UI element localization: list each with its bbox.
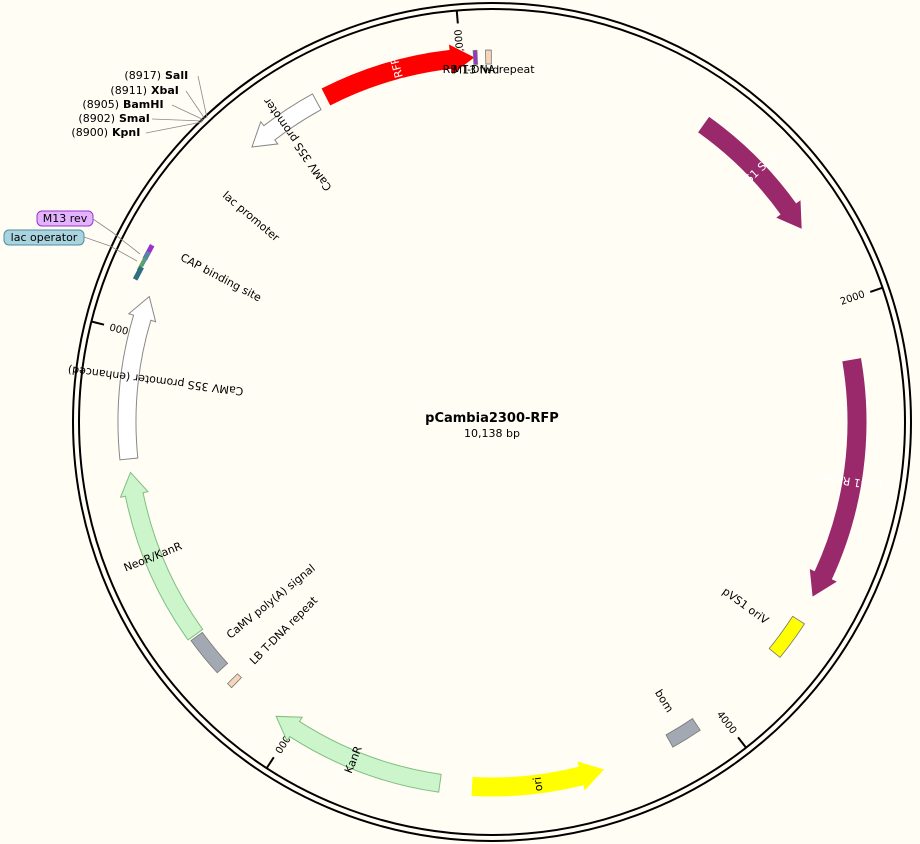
box-label-m13-fwd: M13 fwd xyxy=(453,63,500,76)
feature-camv35s-enh[interactable] xyxy=(117,295,157,461)
site-smai-name: SmaI xyxy=(119,112,150,125)
feature-arrows xyxy=(117,44,867,797)
site-sali-name: SalI xyxy=(165,69,188,82)
box-label-pvs1-oriv: pVS1 oriV xyxy=(720,585,772,627)
inner-label-lac-promoter: lac promoter xyxy=(220,189,282,245)
restriction-sites: (8917) SalI (8911) XbaI (8905) BamHI (89… xyxy=(71,69,208,139)
m13-rev-callout xyxy=(36,210,94,227)
box-label-bom: bom xyxy=(652,687,676,715)
tick-4000 xyxy=(737,736,747,749)
box-label-rb-tdna: RB T-DNA repeat xyxy=(443,63,536,76)
feature-pvs1-stab[interactable] xyxy=(698,116,802,229)
feature-neor-kanr[interactable] xyxy=(119,471,204,641)
box-m13-fwd[interactable] xyxy=(472,49,478,65)
site-kpni-pos: (8900) xyxy=(71,126,108,139)
m13-rev-callout-label: M13 rev xyxy=(43,212,88,225)
tick-2000 xyxy=(869,286,883,293)
cap-site-mark xyxy=(132,265,144,281)
box-lb-tdna[interactable] xyxy=(226,673,242,689)
site-bamhi-name: BamHI xyxy=(123,98,164,111)
inner-label-cap-binding-site: CAP binding site xyxy=(178,251,264,305)
lac-marks xyxy=(132,243,155,281)
feature-camv35s[interactable] xyxy=(251,93,322,148)
lac-operator-callout-label: lac operator xyxy=(11,231,78,244)
backbone-inner xyxy=(78,8,906,836)
feature-label-camv35s-enh: CaMV 35S promoter (enhanced) xyxy=(67,363,244,398)
tick-6000 xyxy=(265,756,275,769)
feature-label-ori: ori xyxy=(531,776,546,792)
site-kpni-name: KpnI xyxy=(112,126,140,139)
box-camv-polya[interactable] xyxy=(190,631,229,674)
feature-ori[interactable] xyxy=(471,761,604,797)
site-smai-pos: (8902) xyxy=(78,112,115,125)
box-bom[interactable] xyxy=(665,718,701,748)
feature-boxes xyxy=(190,49,806,748)
site-sali-pos: (8917) xyxy=(124,69,161,82)
site-xbai-name: XbaI xyxy=(151,84,179,97)
callouts: M13 rev lac operator xyxy=(3,210,141,262)
site-bamhi-pos: (8905) xyxy=(82,98,119,111)
feature-mrfp1[interactable] xyxy=(321,44,475,106)
site-xbai-pos: (8911) xyxy=(110,84,147,97)
backbone-outer xyxy=(72,2,912,842)
box-pvs1-oriv[interactable] xyxy=(768,615,806,658)
feature-pvs1-repa[interactable] xyxy=(809,358,867,597)
box-rb-tdna[interactable] xyxy=(485,49,492,65)
feature-kanr[interactable] xyxy=(275,715,442,793)
plasmid-name: pCambia2300-RFP xyxy=(425,411,559,426)
lac-operator-callout xyxy=(3,229,85,246)
tick-label-4000: 4000 xyxy=(714,710,738,737)
tick-8000 xyxy=(91,320,105,326)
tick-label-2000: 2000 xyxy=(839,289,867,308)
plasmid-size: 10,138 bp xyxy=(464,427,520,440)
tick-10000 xyxy=(455,10,459,24)
